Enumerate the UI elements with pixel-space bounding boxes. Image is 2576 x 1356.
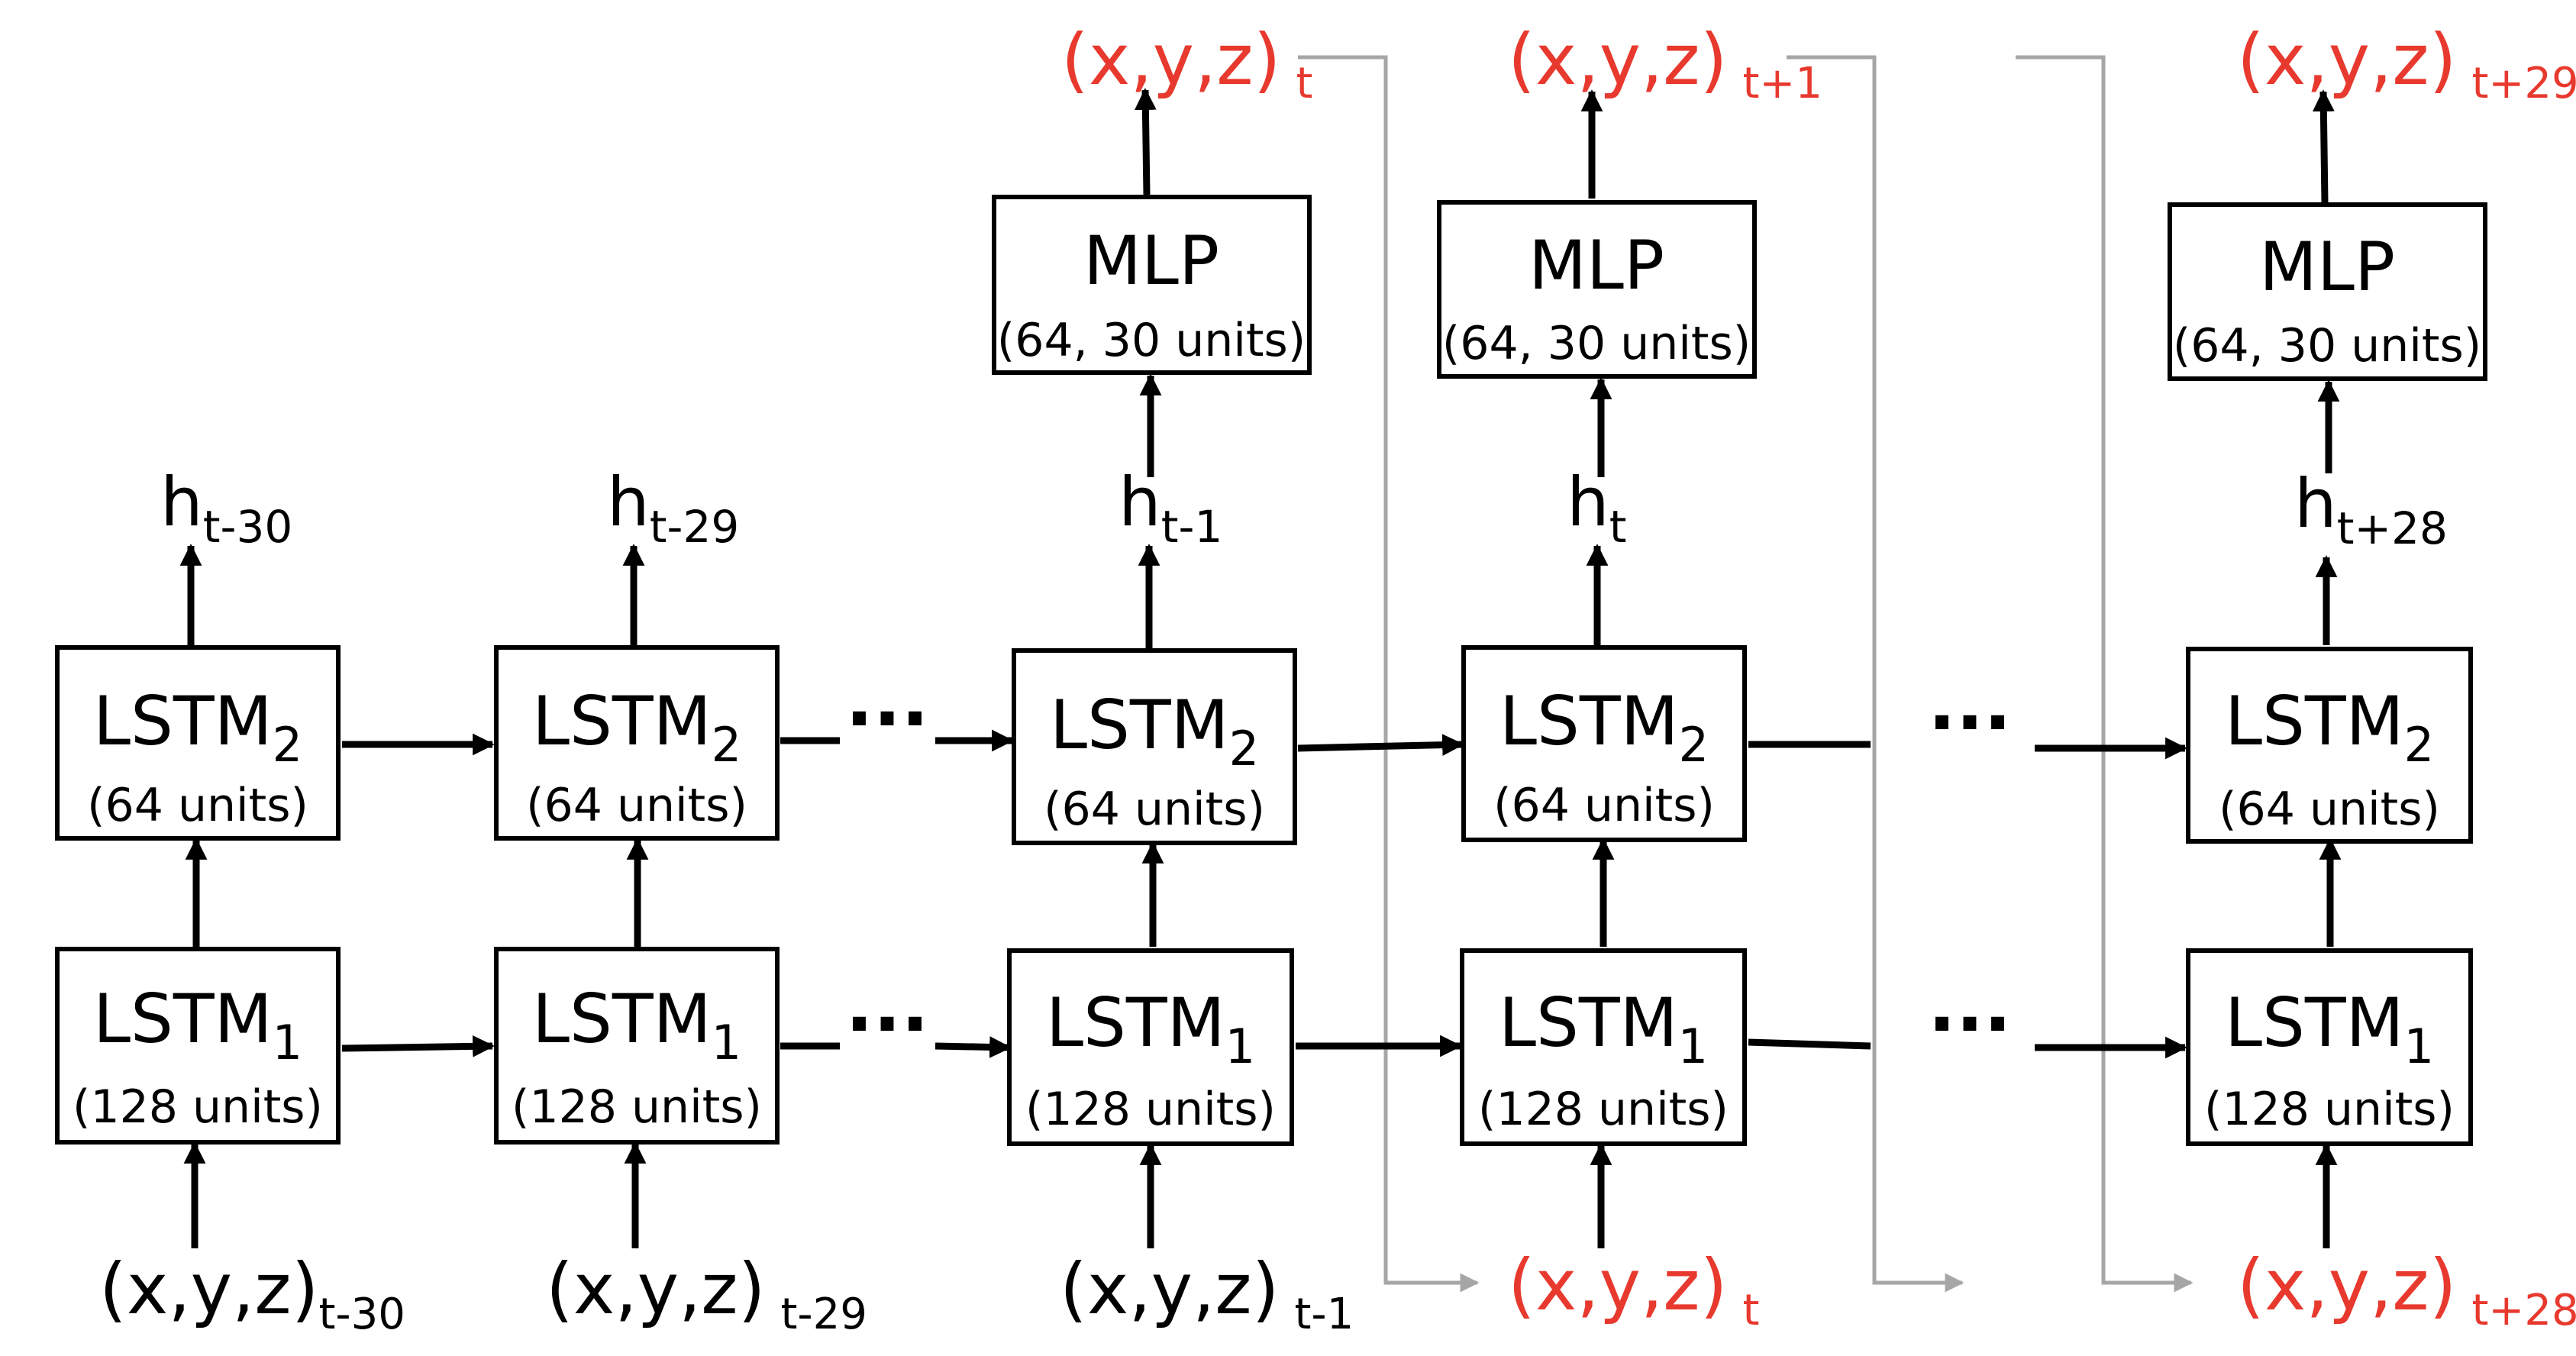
feedback-line-t1 [1787, 55, 1964, 1293]
lstm1-recurrent-arrows [341, 1035, 2187, 1059]
lstm1-units: (128 units) [1025, 1083, 1276, 1136]
lstm1-block: LSTM1 (128 units) [494, 947, 780, 1145]
lstm2-title: LSTM2 [93, 682, 302, 773]
mlp-block: MLP (64, 30 units) [2168, 202, 2487, 381]
vertical-arrows [179, 88, 2342, 1248]
mlp-units: (64, 30 units) [1442, 317, 1751, 370]
lstm2-block: LSTM2 (64 units) [1012, 648, 1297, 845]
mlp-title: MLP [2259, 228, 2395, 306]
mlp-units: (64, 30 units) [2173, 319, 2481, 373]
ellipsis-group: ... ... ... ... [845, 657, 2011, 1048]
lstm1-units: (128 units) [1478, 1083, 1729, 1136]
lstm2-units: (64 units) [1044, 783, 1265, 836]
lstm1-units: (128 units) [73, 1080, 323, 1134]
input-label: (x,y,z)t-29 [546, 1248, 867, 1339]
lstm1-title: LSTM1 [532, 980, 741, 1070]
lstm2-units: (64 units) [526, 779, 747, 832]
feedback-line-t [1298, 55, 1480, 1293]
ellipsis-lstm1-left: ... [845, 963, 928, 1048]
lstm1-row: LSTM1 (128 units) LSTM1 (128 units) LSTM… [55, 947, 2473, 1146]
output-labels: (x,y,z)t (x,y,z)t+1 (x,y,z)t+29 [1061, 19, 2576, 108]
lstm2-block: LSTM2 (64 units) [1461, 645, 1747, 842]
feedback-lines [1298, 55, 2193, 1293]
hidden-state-labels: ht-30 ht-29 ht-1 ht ht+28 [160, 463, 2448, 554]
hidden-state-label: ht-30 [160, 463, 292, 553]
hidden-state-label: ht-1 [1119, 463, 1222, 553]
arrow-mlp-out-1 [1134, 88, 1157, 195]
lstm2-row: LSTM2 (64 units) LSTM2 (64 units) LSTM2 … [55, 645, 2473, 845]
ellipsis-lstm2-right: ... [1928, 661, 2011, 747]
input-labels: (x,y,z)t-30 (x,y,z)t-29 (x,y,z)t-1 (x,y,… [99, 1245, 2576, 1339]
lstm1-block: LSTM1 (128 units) [2186, 948, 2473, 1146]
ellipsis-lstm1-right: ... [1928, 963, 2011, 1048]
input-label: (x,y,z)t-1 [1060, 1248, 1354, 1339]
lstm2-block: LSTM2 (64 units) [2186, 647, 2473, 844]
lstm2-units: (64 units) [87, 779, 308, 832]
mlp-row: MLP (64, 30 units) MLP (64, 30 units) ML… [992, 195, 2487, 381]
output-label: (x,y,z)t [1061, 19, 1312, 108]
feedback-line-t28 [2016, 55, 2193, 1293]
lstm2-block: LSTM2 (64 units) [494, 645, 780, 841]
lstm2-block: LSTM2 (64 units) [55, 645, 341, 841]
hidden-state-label: ht [1567, 463, 1627, 553]
arrow-lstm1-4-dots [1748, 1038, 1871, 1050]
input-label: (x,y,z)t-30 [99, 1248, 405, 1339]
hidden-state-label: ht+28 [2294, 464, 2448, 554]
output-label: (x,y,z)t+1 [1508, 19, 1822, 108]
lstm1-title: LSTM1 [1499, 983, 1708, 1074]
arrow-lstm2-3-4 [1297, 734, 1464, 756]
mlp-units: (64, 30 units) [997, 314, 1306, 367]
arrow-lstm1-1-2 [341, 1035, 495, 1057]
input-label: (x,y,z)t+28 [2237, 1245, 2576, 1335]
output-label: (x,y,z)t+29 [2237, 19, 2576, 108]
mlp-block: MLP (64, 30 units) [1437, 200, 1757, 379]
lstm1-title: LSTM1 [93, 980, 302, 1070]
lstm2-title: LSTM2 [532, 682, 741, 773]
lstm1-block: LSTM1 (128 units) [55, 947, 341, 1145]
mlp-title: MLP [1528, 226, 1664, 305]
arrow-lstm1-dots-3 [935, 1036, 1012, 1058]
lstm2-title: LSTM2 [1050, 686, 1259, 776]
arrow-mlp-out-3 [2312, 89, 2335, 203]
lstm2-title: LSTM2 [1499, 682, 1709, 773]
ellipsis-lstm2-left: ... [845, 657, 928, 743]
mlp-title: MLP [1083, 221, 1219, 300]
lstm1-title: LSTM1 [2225, 983, 2434, 1074]
lstm2-units: (64 units) [1493, 779, 1715, 832]
input-label: (x,y,z)t [1508, 1245, 1759, 1335]
lstm2-recurrent-arrows [342, 729, 2187, 760]
mlp-block: MLP (64, 30 units) [992, 195, 1312, 375]
lstm1-title: LSTM1 [1046, 983, 1255, 1074]
lstm1-units: (128 units) [2204, 1083, 2455, 1136]
lstm2-units: (64 units) [2219, 783, 2440, 836]
hidden-state-label: ht-29 [607, 463, 739, 553]
lstm1-block: LSTM1 (128 units) [1460, 948, 1747, 1146]
lstm1-block: LSTM1 (128 units) [1007, 948, 1294, 1146]
lstm1-units: (128 units) [512, 1080, 762, 1134]
lstm2-title: LSTM2 [2225, 682, 2434, 773]
